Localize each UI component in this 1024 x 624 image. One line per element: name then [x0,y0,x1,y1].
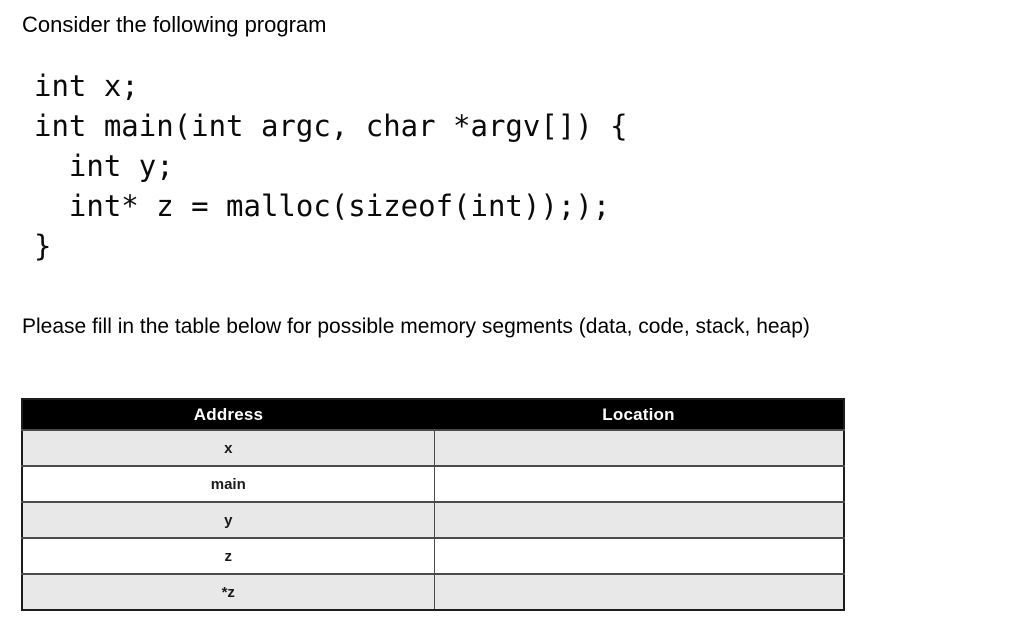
address-cell: z [22,537,434,574]
location-column-header: Location [434,399,844,430]
code-line: } [34,229,52,263]
code-block: int x; int main(int argc, char *argv[]) {… [34,66,628,266]
location-input-cell[interactable] [433,465,844,502]
table-row: y [22,501,844,538]
address-cell: y [22,501,434,538]
intro-text: Consider the following program [22,12,327,37]
prompt-text: Please fill in the table below for possi… [22,315,810,338]
table-row: main [22,465,844,502]
table-row: x [22,429,844,466]
code-line: int y; [34,149,174,183]
address-cell: *z [22,573,434,610]
memory-segments-table: Address Location x main y z *z [21,398,845,611]
address-cell: x [22,429,434,466]
address-column-header: Address [22,399,434,430]
location-input-cell[interactable] [433,501,844,538]
code-line: int x; [34,69,139,103]
table-row: *z [22,573,844,610]
table-row: z [22,537,844,574]
location-input-cell[interactable] [433,537,844,574]
location-input-cell[interactable] [433,429,844,466]
code-line: int* z = malloc(sizeof(int));); [34,189,611,223]
code-line: int main(int argc, char *argv[]) { [34,109,628,143]
location-input-cell[interactable] [433,573,844,610]
table-header-row: Address Location [22,399,844,430]
address-cell: main [22,465,434,502]
